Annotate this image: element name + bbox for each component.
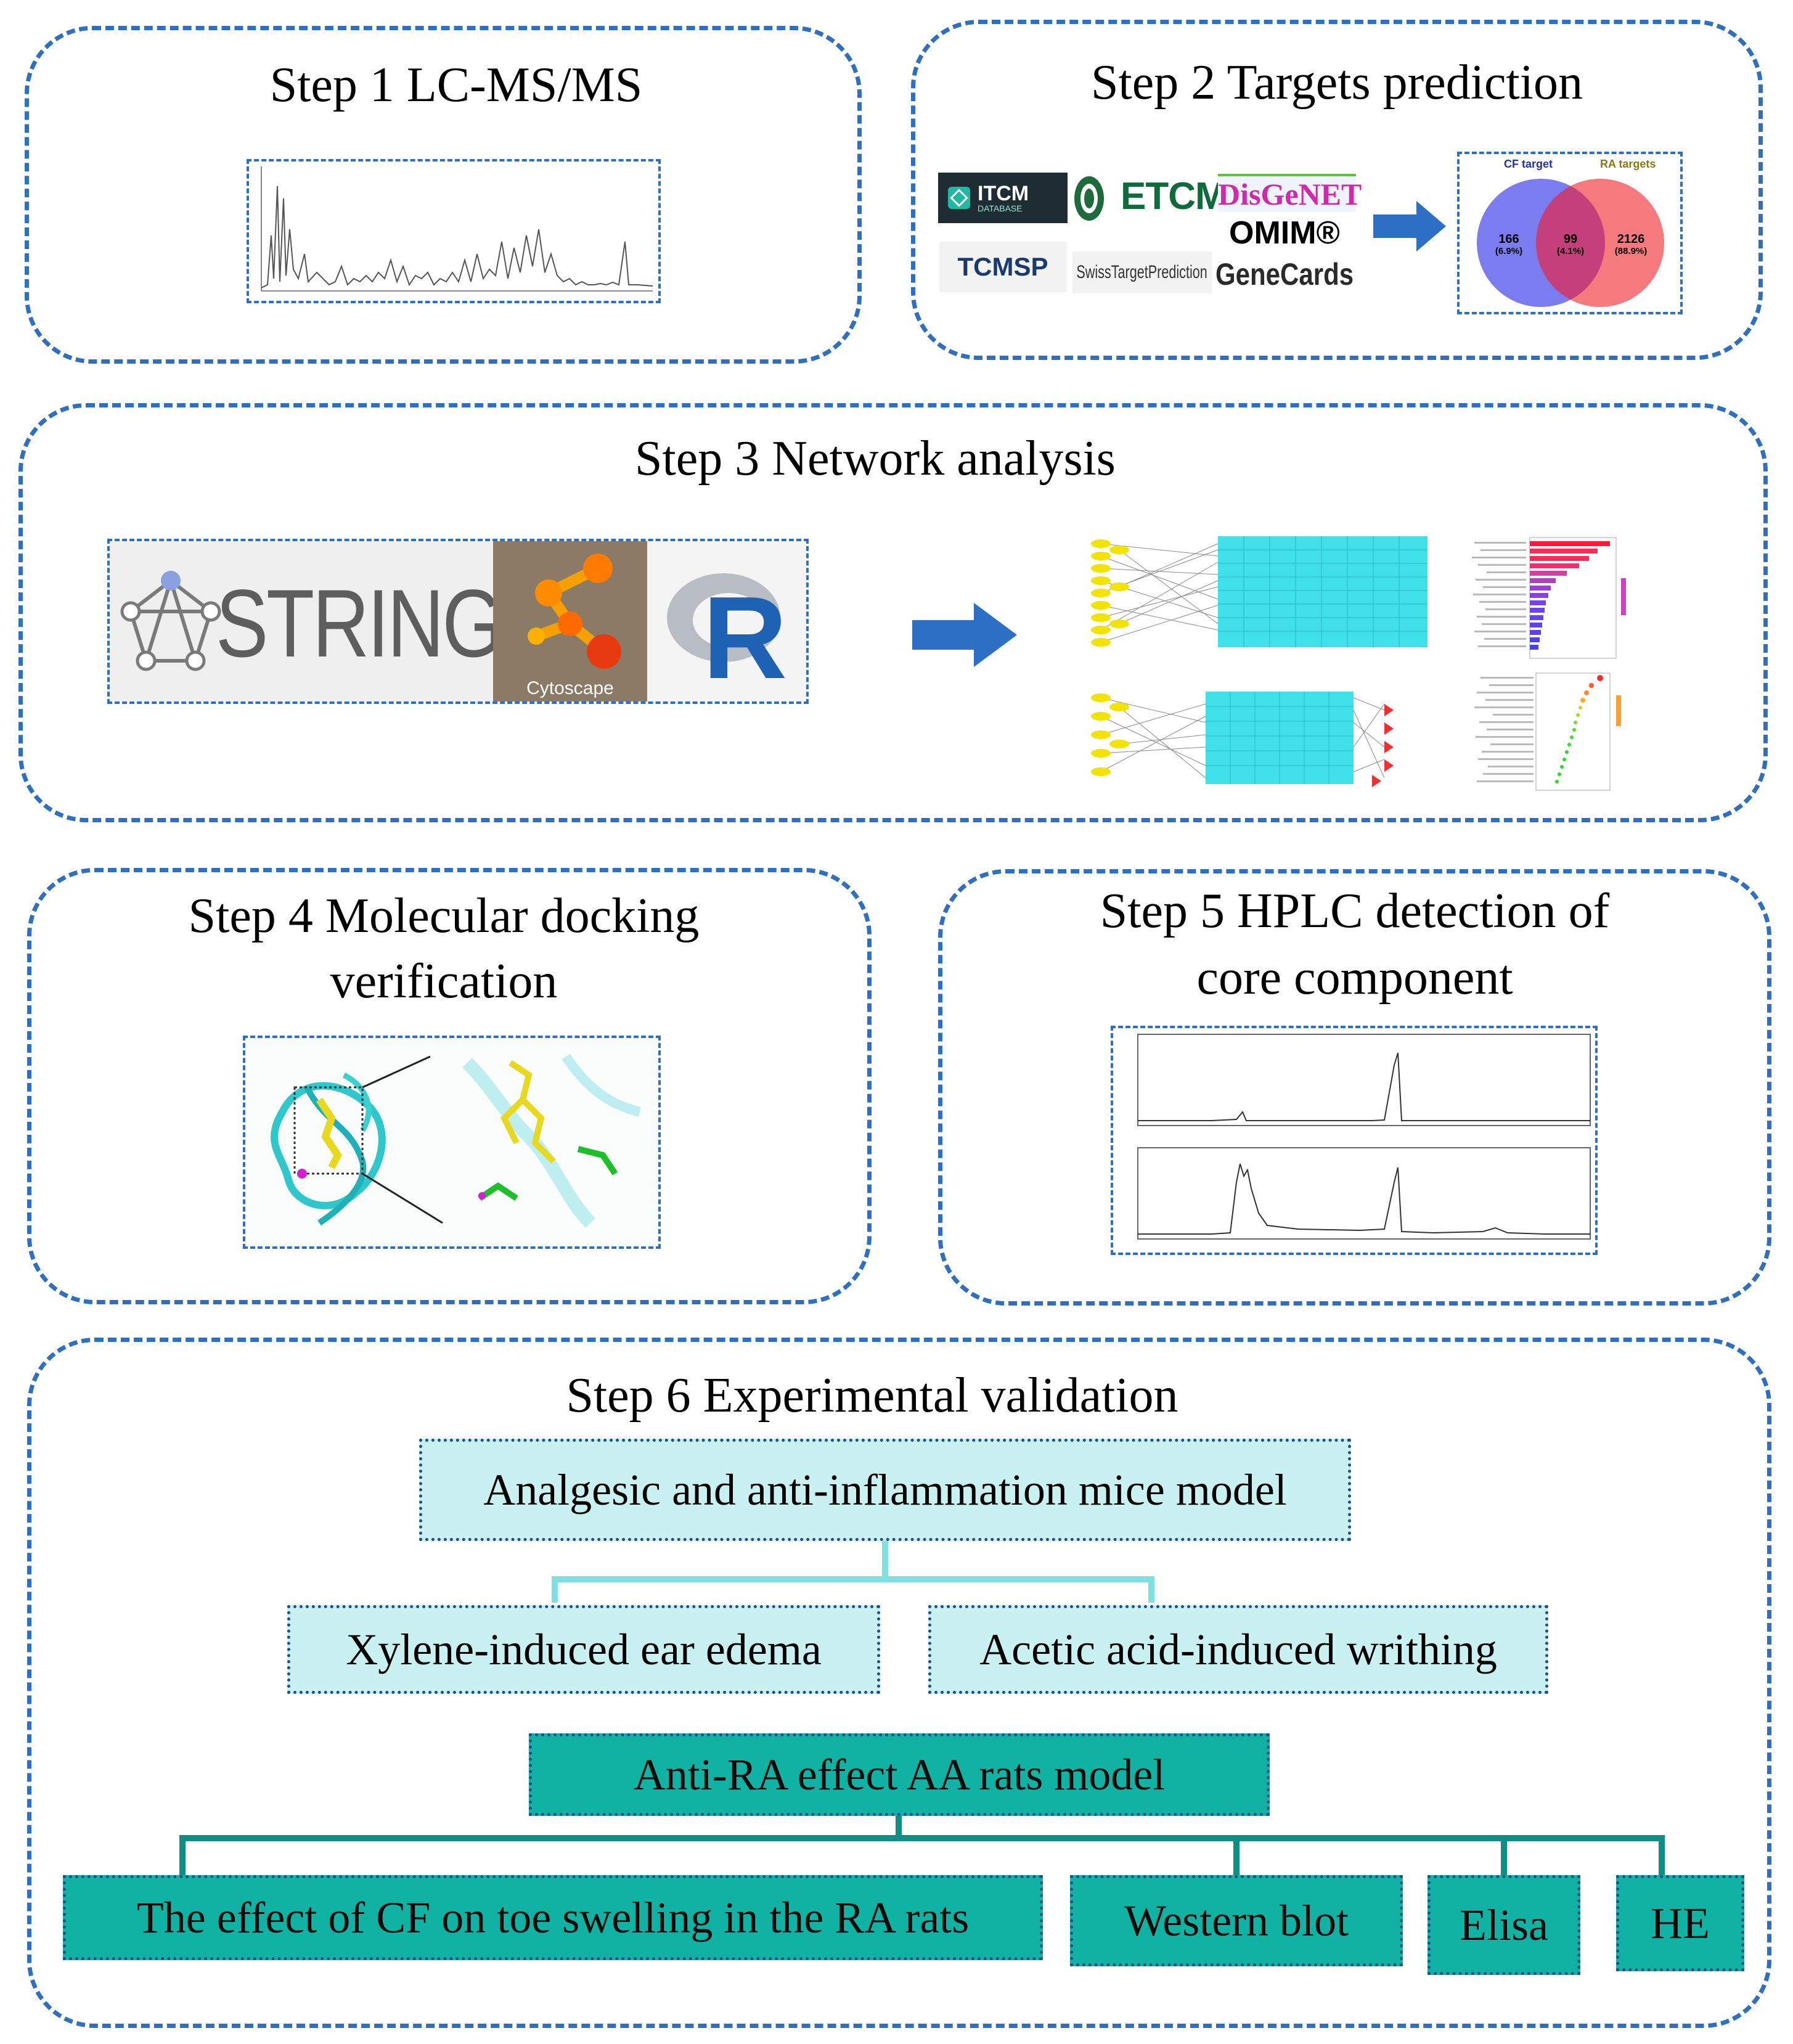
step6-panel (27, 1338, 1771, 2028)
step4-title-line2: verification (330, 954, 558, 1008)
step1-title: Step 1 LC-MS/MS (269, 58, 643, 112)
omim-logo: OMIM® (1229, 215, 1340, 251)
toe-swelling-box: The effect of CF on toe swelling in the … (63, 1875, 1043, 1960)
step4-title-line1: Step 4 Molecular docking (188, 889, 700, 943)
etcm-logo: ETCM (1121, 175, 1227, 218)
target-pathway-network (1091, 692, 1394, 787)
disgenet-label: DisGeNET (1218, 177, 1362, 211)
venn-right-count: 2126 (1617, 232, 1645, 246)
step2-title: Step 2 Targets prediction (1091, 55, 1583, 110)
step3-arrow-icon (912, 603, 1017, 667)
step4-panel (27, 868, 872, 1304)
etcm-emblem-icon (1072, 174, 1106, 223)
venn-diagram: CF target RA targets 166 (6.9%) 99 (4.1%… (1457, 152, 1683, 314)
itcm-sublabel: DATABASE (978, 203, 1023, 213)
swisstarget-label: SwissTargetPrediction (1076, 262, 1208, 282)
western-blot-box: Western blot (1070, 1875, 1403, 1966)
venn-mid-pct: (4.1%) (1557, 246, 1584, 256)
step1-panel (25, 26, 862, 364)
r-logo: R (647, 541, 806, 701)
itcm-cube-icon (948, 187, 970, 209)
venn-mid-count: 99 (1564, 232, 1577, 246)
tcmsp-logo: TCMSP (939, 242, 1066, 292)
step2-arrow-icon (1373, 201, 1446, 251)
mice-model-box: Analgesic and anti-inflammation mice mod… (419, 1439, 1351, 1541)
kegg-bubble-chart (1474, 672, 1621, 791)
he-box: HE (1616, 1875, 1744, 1971)
itcm-logo: ITCM DATABASE (938, 173, 1068, 223)
venn-left-label: CF target (1504, 158, 1553, 170)
acetic-writhing-box: Acetic acid-induced writhing (928, 1605, 1548, 1694)
venn-left-count: 166 (1498, 232, 1519, 246)
tcmsp-label: TCMSP (957, 252, 1048, 281)
compound-target-network (1091, 536, 1427, 647)
venn-right-pct: (88.9%) (1615, 246, 1648, 256)
disgenet-logo: DisGeNET (1218, 174, 1362, 212)
cytoscape-label: Cytoscape (526, 678, 614, 698)
venn-left-pct: (6.9%) (1495, 246, 1522, 256)
ra-model-box: Anti-RA effect AA rats model (529, 1733, 1270, 1816)
step5-title-line1: Step 5 HPLC detection of (1100, 884, 1610, 938)
step5-title-line2: core component (1196, 950, 1513, 1005)
cytoscape-logo: Cytoscape (493, 541, 647, 701)
string-label: STRING (216, 570, 504, 677)
itcm-label: ITCM (978, 182, 1029, 205)
step3-panel (18, 403, 1768, 822)
step5-panel (938, 869, 1771, 1306)
step6-title: Step 6 Experimental validation (566, 1368, 1178, 1423)
venn-right-label: RA targets (1600, 158, 1656, 170)
r-ring-icon (667, 573, 780, 662)
swisstarget-logo: SwissTargetPrediction (1072, 251, 1212, 293)
step2-panel (911, 20, 1763, 360)
string-network-icon (120, 571, 221, 671)
docking-image (243, 1036, 661, 1249)
step3-tools-panel: STRING Cytoscape R (107, 539, 809, 704)
go-enrichment-bar-chart (1472, 537, 1626, 659)
r-label: R (703, 573, 788, 703)
string-logo: STRING (110, 541, 504, 701)
step3-title: Step 3 Network analysis (635, 431, 1116, 486)
cytoscape-network-icon (528, 554, 621, 669)
step1-chromatogram (247, 159, 661, 303)
genecards-logo: GeneCards (1215, 257, 1354, 292)
elisa-box: Elisa (1427, 1875, 1580, 1975)
hplc-chromatograms (1111, 1026, 1598, 1255)
xylene-edema-box: Xylene-induced ear edema (287, 1605, 880, 1694)
